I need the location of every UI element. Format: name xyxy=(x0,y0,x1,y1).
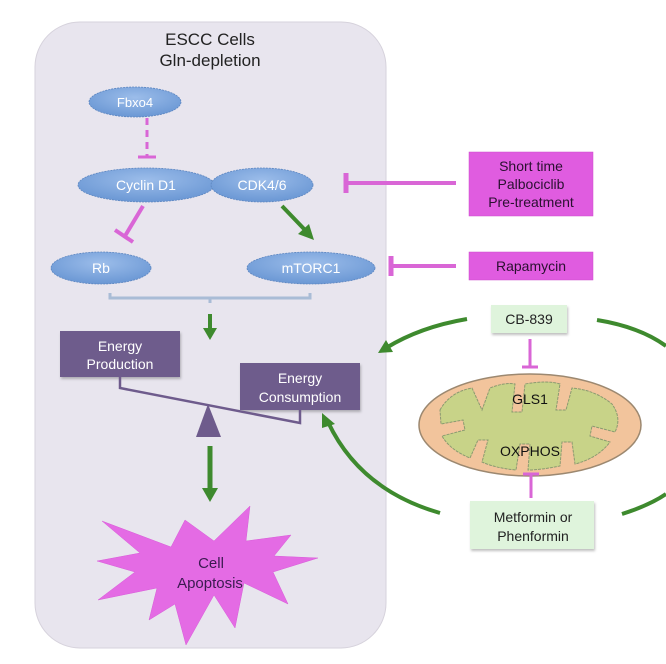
gls1-label: GLS1 xyxy=(512,391,548,407)
arc-cb839-right xyxy=(596,318,666,348)
energy-production-line1: Energy xyxy=(98,338,142,354)
node-fbxo4-label: Fbxo4 xyxy=(117,95,153,110)
inhibit-palbociclib-cdk xyxy=(343,173,456,193)
inhibit-cb839-gls1 xyxy=(522,339,538,369)
panel-subtitle: Gln-depletion xyxy=(159,51,260,70)
metformin-line1: Metformin or xyxy=(494,509,573,525)
drug-box-metformin xyxy=(470,501,594,549)
palbociclib-line3: Pre-treatment xyxy=(488,194,574,210)
palbociclib-line1: Short time xyxy=(499,158,563,174)
cell-apoptosis-star: Cell Apoptosis xyxy=(96,505,319,646)
node-cyclin-d1: Cyclin D1 xyxy=(77,167,215,203)
drug-box-rapamycin: Rapamycin xyxy=(468,251,594,281)
inhibit-metformin-oxphos xyxy=(523,472,539,498)
metformin-line2: Phenformin xyxy=(497,528,569,544)
cell-apoptosis-line2: Apoptosis xyxy=(177,575,243,592)
arc-metformin-to-consumption xyxy=(326,421,441,515)
energy-production-line2: Production xyxy=(87,356,154,372)
cell-apoptosis-line1: Cell xyxy=(198,555,224,572)
inhibit-cyclin-rb xyxy=(113,204,145,244)
energy-consumption-line1: Energy xyxy=(278,370,322,386)
drug-box-palbociclib: Short time Palbociclib Pre-treatment xyxy=(468,151,594,217)
arc-cb839-to-energy xyxy=(384,317,468,350)
energy-consumption-line2: Consumption xyxy=(259,389,342,405)
mitochondrion-cristae xyxy=(439,381,619,471)
inhibit-rapamycin-mtorc1 xyxy=(388,256,456,276)
drug-box-cb839 xyxy=(491,305,567,333)
node-rb-label: Rb xyxy=(92,260,110,276)
node-mtorc1-label: mTORC1 xyxy=(282,260,341,276)
mitochondrion: GLS1 OXPHOS xyxy=(418,373,642,477)
rapamycin-label: Rapamycin xyxy=(496,258,566,274)
box-energy-production xyxy=(60,331,180,377)
balance-fulcrum xyxy=(196,404,221,437)
activate-cdk-mtorc1 xyxy=(280,204,314,240)
arc-metformin-right xyxy=(621,492,666,516)
node-cdk46-label: CDK4/6 xyxy=(237,177,286,193)
node-mtorc1: mTORC1 xyxy=(246,251,376,285)
oxphos-label: OXPHOS xyxy=(500,443,560,459)
activate-to-apoptosis xyxy=(202,446,218,502)
inhibit-fbxo4-cyclin xyxy=(138,118,156,159)
arc-cb839-arrowhead xyxy=(378,340,393,353)
panel-title: ESCC Cells xyxy=(165,30,255,49)
node-cyclin-d1-label: Cyclin D1 xyxy=(116,177,176,193)
balance-beam xyxy=(118,377,302,425)
activate-to-energy xyxy=(203,314,217,340)
cb839-label: CB-839 xyxy=(505,311,553,327)
arc-metformin-arrowhead xyxy=(322,413,335,428)
node-cdk46: CDK4/6 xyxy=(210,167,314,203)
merge-bracket xyxy=(108,293,312,303)
palbociclib-line2: Palbociclib xyxy=(498,176,565,192)
box-energy-consumption xyxy=(240,363,360,410)
node-rb: Rb xyxy=(50,251,152,285)
node-fbxo4: Fbxo4 xyxy=(88,86,182,118)
